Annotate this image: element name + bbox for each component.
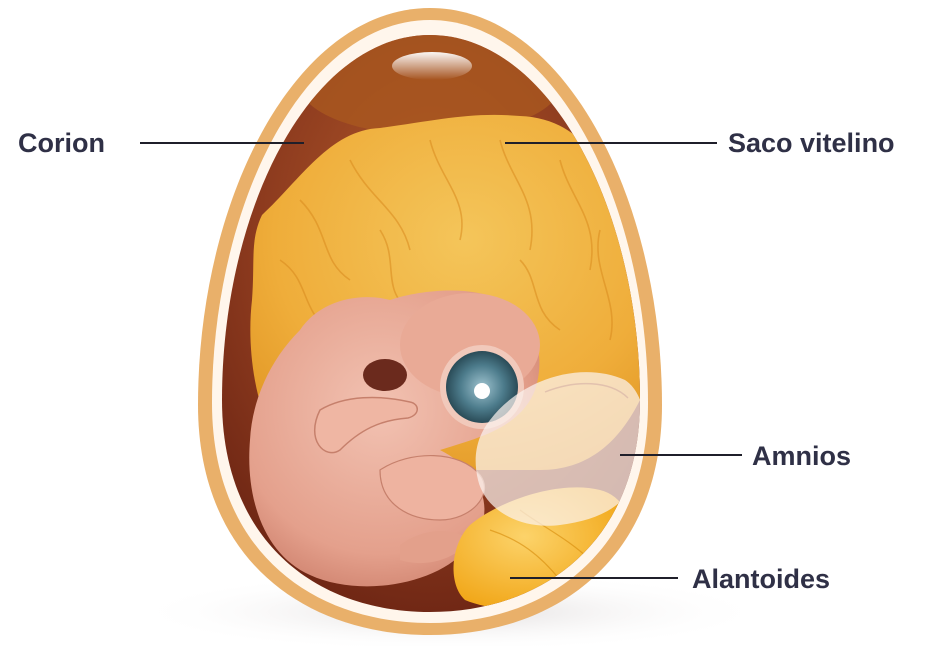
embryo-eye-pupil xyxy=(474,383,490,399)
label-alantoides: Alantoides xyxy=(692,566,830,593)
label-corion: Corion xyxy=(18,130,105,157)
embryo-cavity xyxy=(363,359,407,391)
label-amnios: Amnios xyxy=(752,443,851,470)
highlight-spot xyxy=(392,52,472,80)
label-saco-vitelino: Saco vitelino xyxy=(728,130,895,157)
